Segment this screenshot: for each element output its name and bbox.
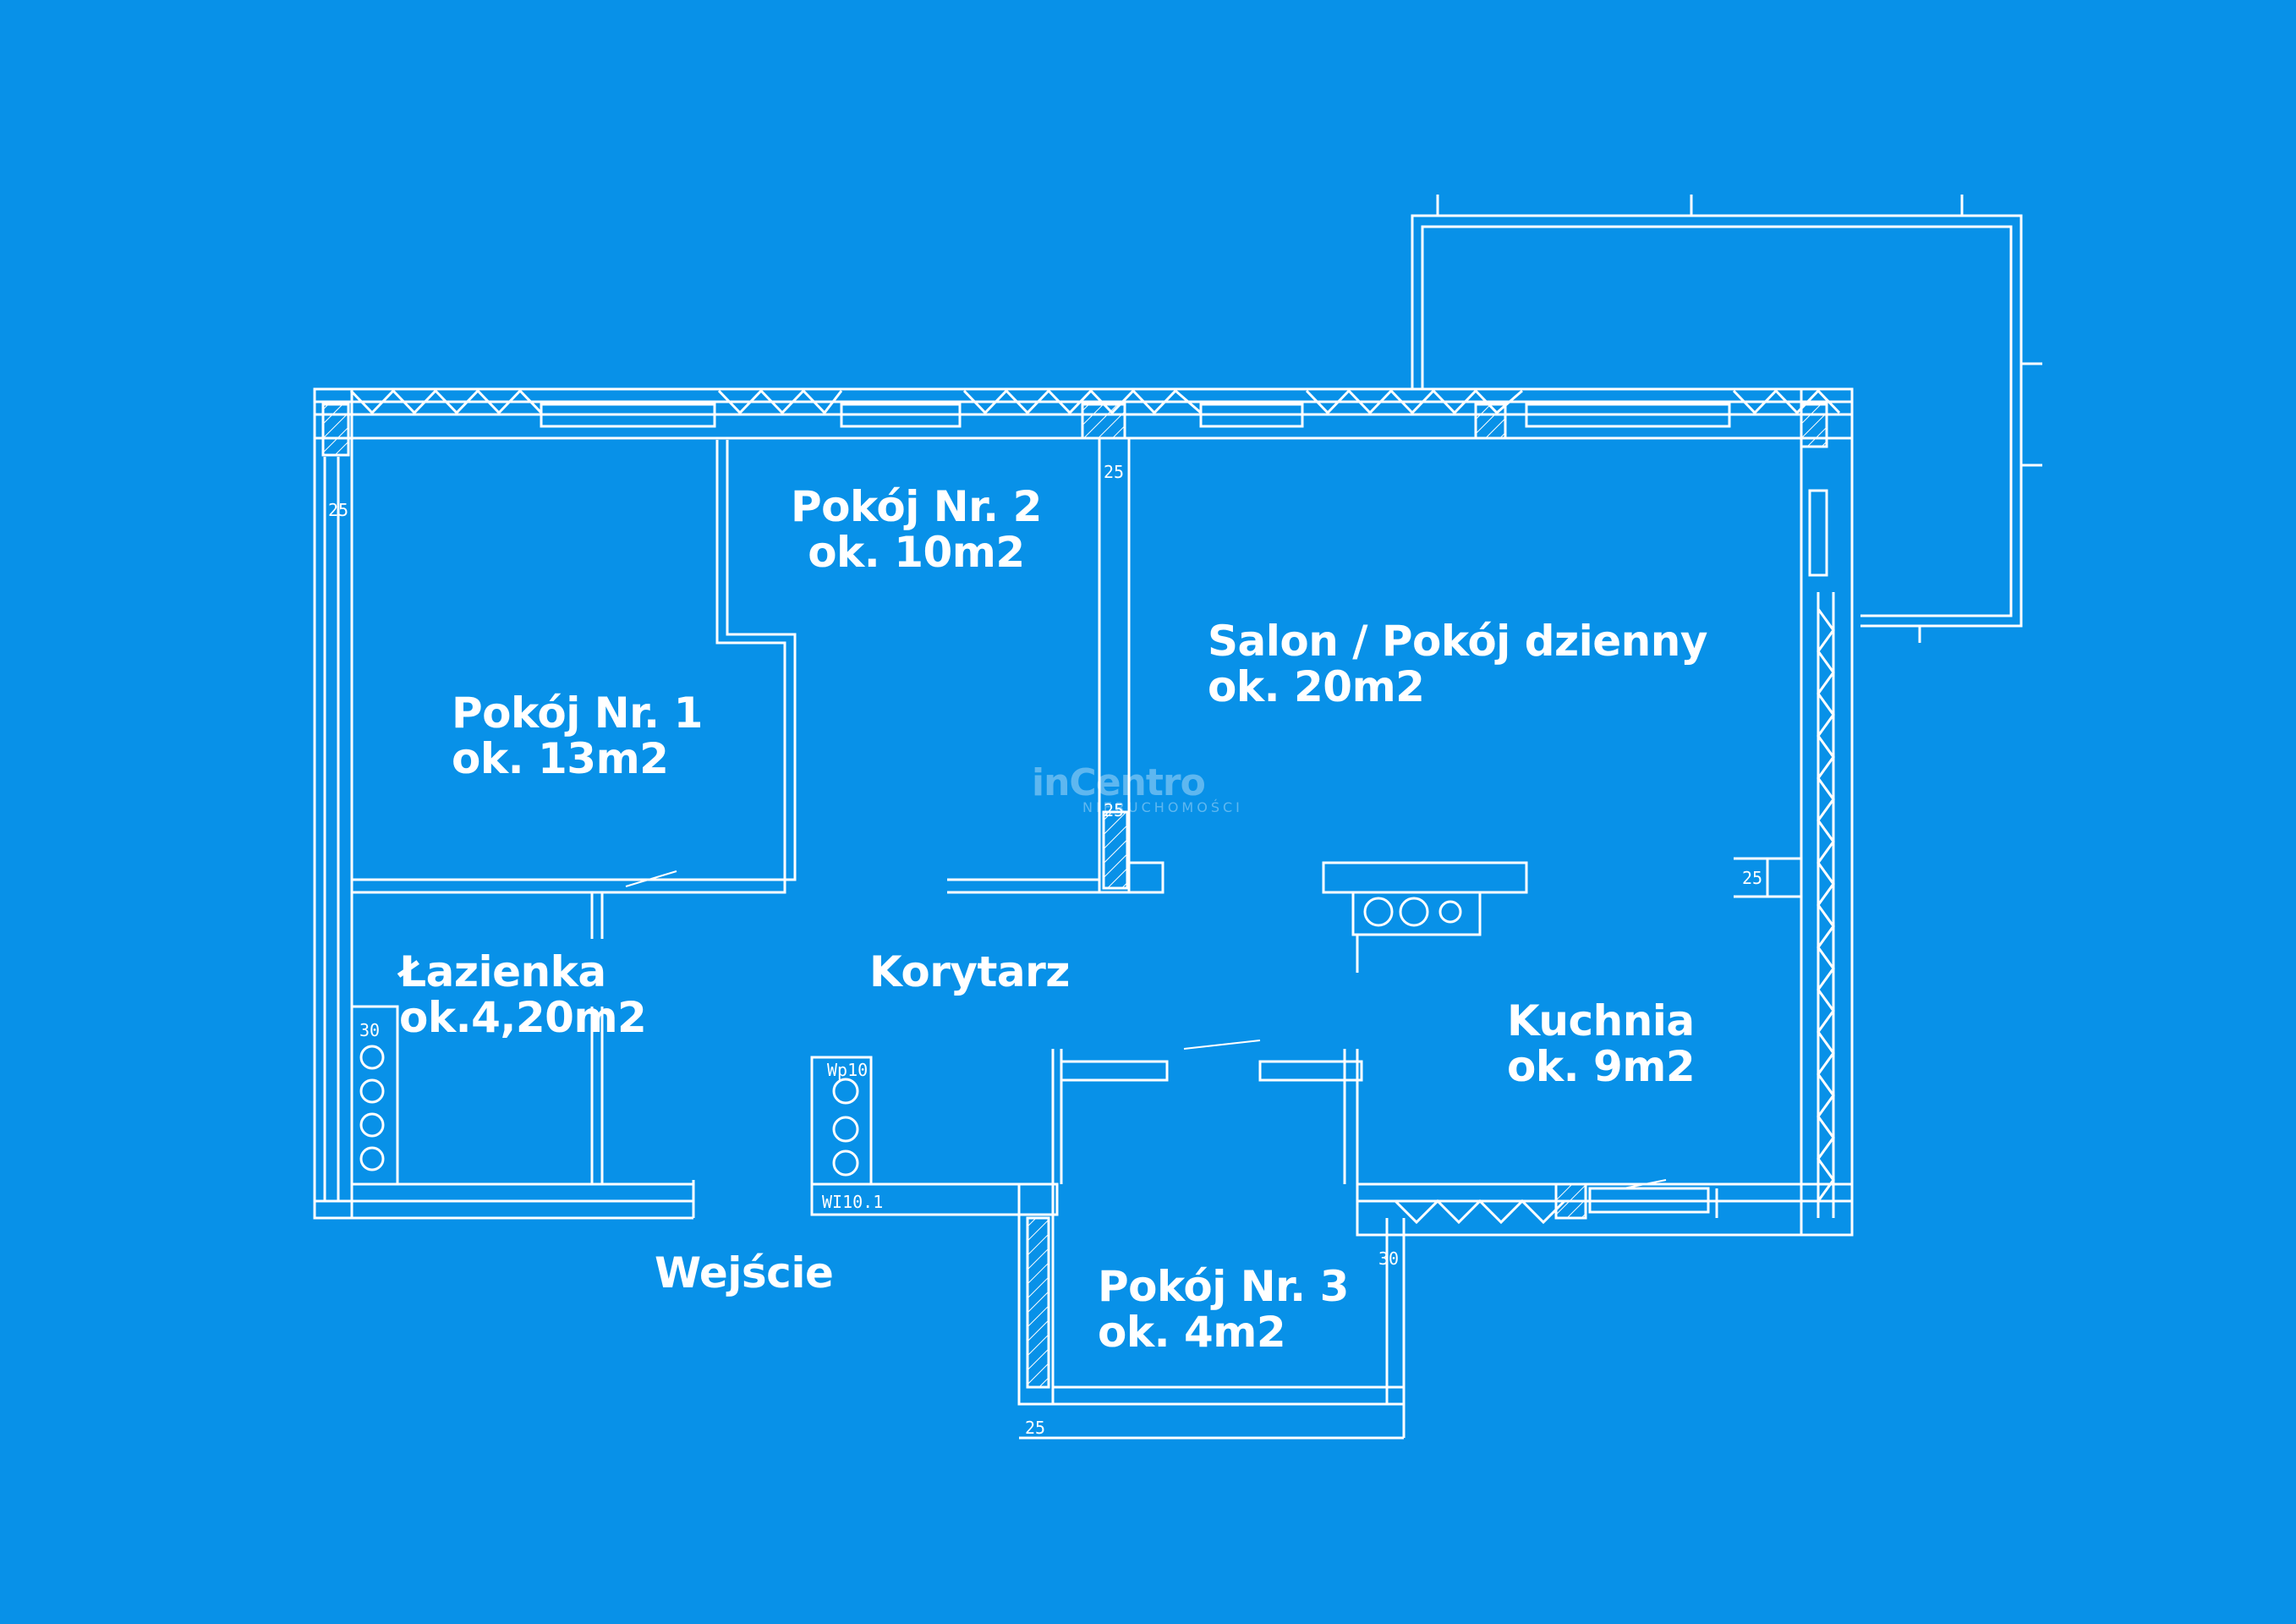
watermark-sub: NIERUCHOMOŚCI — [1082, 799, 1243, 815]
room-korytarz: Korytarz — [869, 949, 1070, 995]
room-pokoj-3-area: ok. 4m2 — [1098, 1308, 1286, 1357]
watermark-brand: inCentro — [1032, 761, 1206, 804]
room-lazienka-name: Łazienka — [399, 947, 606, 996]
room-pokoj-1: Pokój Nr. 1 ok. 13m2 — [452, 690, 703, 782]
door-marks — [625, 870, 1667, 1189]
dim-25-a: 25 — [1104, 462, 1124, 482]
dim-wi10: WI10.1 — [822, 1192, 883, 1212]
exterior-wall-right — [1800, 387, 1854, 1237]
room-wejscie-name: Wejście — [655, 1248, 834, 1298]
room-pokoj-3-name: Pokój Nr. 3 — [1098, 1262, 1349, 1311]
room-pokoj-2-name: Pokój Nr. 2 — [791, 482, 1042, 531]
exterior-wall-left — [313, 387, 695, 1220]
room-wejscie: Wejście — [655, 1248, 834, 1298]
room-lazienka: Łazienka ok.4,20m2 — [399, 947, 647, 1042]
dim-25-d: 25 — [328, 500, 348, 520]
dim-25-c: 25 — [1742, 868, 1762, 888]
room-kuchnia-area: ok. 9m2 — [1507, 1042, 1696, 1091]
room-pokoj-1-name: Pokój Nr. 1 — [452, 689, 703, 738]
interior-walls — [350, 436, 1801, 1216]
dim-30-a: 30 — [359, 1020, 380, 1040]
room-salon-area: ok. 20m2 — [1208, 662, 1425, 711]
room-lazienka-area: ok.4,20m2 — [399, 993, 647, 1042]
watermark: inCentro NIERUCHOMOŚCI — [1032, 761, 1243, 815]
room-pokoj-2: Pokój Nr. 2 ok. 10m2 — [791, 484, 1042, 575]
room-pokoj-1-area: ok. 13m2 — [452, 734, 669, 783]
dim-25-e: 25 — [1025, 1418, 1045, 1438]
room-kuchnia-name: Kuchnia — [1507, 996, 1695, 1045]
dim-25-b: 25 — [1104, 800, 1124, 820]
room-kuchnia: Kuchnia ok. 9m2 — [1507, 996, 1696, 1091]
terrace-outline — [1411, 195, 2042, 643]
room3-walls — [1017, 1049, 1406, 1440]
ventilation-circles — [359, 897, 1462, 1177]
dim-30-b: 30 — [1378, 1248, 1399, 1269]
room-pokoj-3: Pokój Nr. 3 ok. 4m2 — [1098, 1264, 1349, 1355]
room-salon: Salon / Pokój dzienny ok. 20m2 — [1208, 618, 1707, 710]
room-salon-name: Salon / Pokój dzienny — [1208, 617, 1707, 666]
room-pokoj-2-area: ok. 10m2 — [808, 528, 1025, 577]
room-korytarz-name: Korytarz — [869, 947, 1070, 996]
exterior-wall-bottom-right — [1356, 1182, 1854, 1237]
dim-wp10: Wp10 — [827, 1060, 868, 1080]
